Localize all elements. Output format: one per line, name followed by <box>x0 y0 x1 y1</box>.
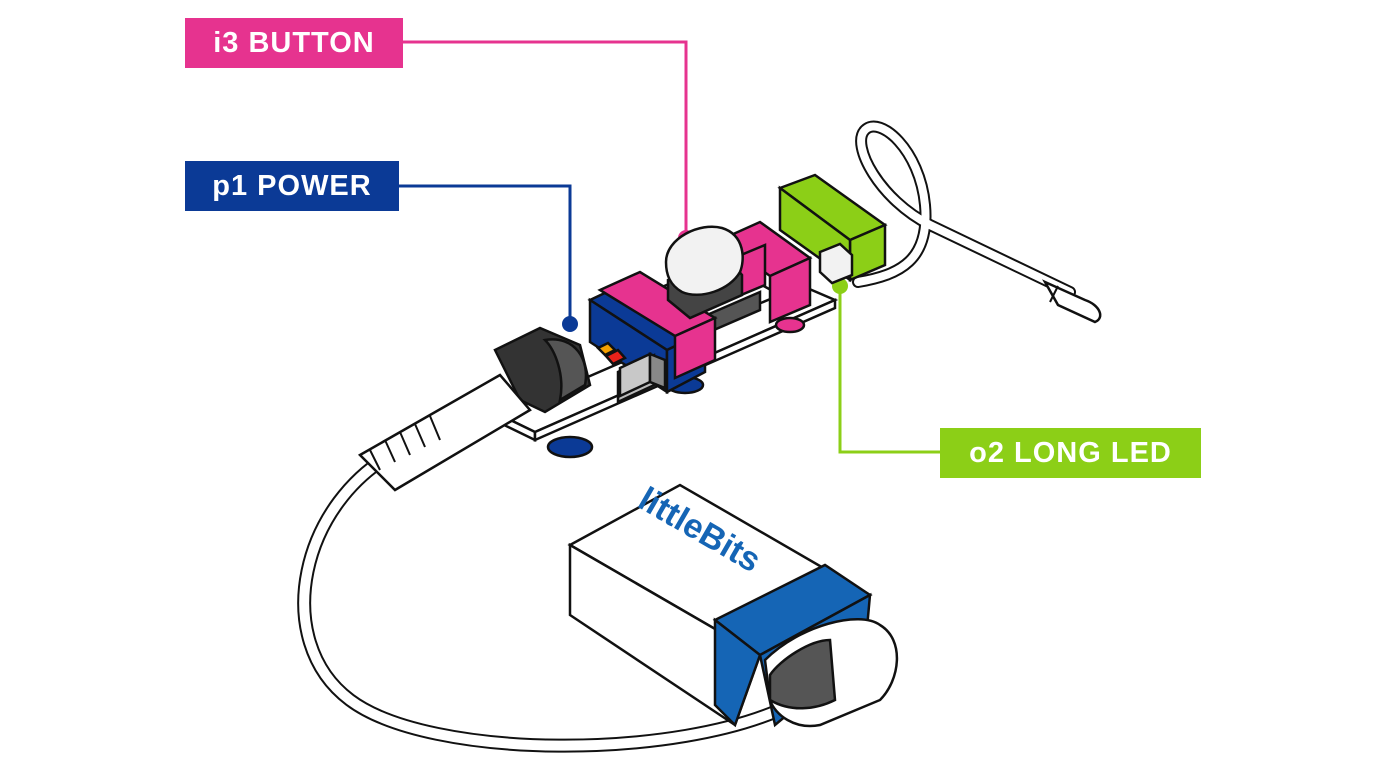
button-module <box>597 220 813 380</box>
leader-lines <box>399 40 940 454</box>
led-module <box>777 173 888 285</box>
i3-button-label: i3 BUTTON <box>185 18 403 68</box>
long-led-wire <box>852 120 1076 298</box>
led-leader-line <box>838 288 940 454</box>
power-leader-line <box>399 184 572 322</box>
p1-power-label: p1 POWER <box>185 161 399 211</box>
button-leader-line <box>403 40 688 236</box>
cable-strain-relief <box>357 373 532 492</box>
o2-long-led-label: o2 LONG LED <box>940 428 1201 478</box>
led-bulb <box>1042 279 1102 324</box>
battery <box>567 483 899 728</box>
power-cable <box>297 443 797 753</box>
power-leader-dot <box>562 316 578 332</box>
